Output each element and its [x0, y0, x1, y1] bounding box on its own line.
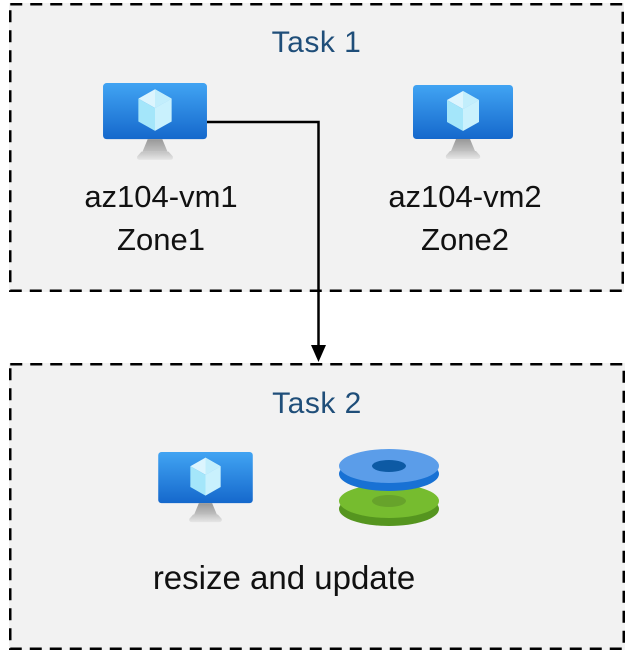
- vm1-name: az104-vm1: [84, 179, 238, 214]
- vm1-label: az104-vm1 Zone1: [41, 175, 281, 261]
- task2-title: Task 2: [272, 387, 362, 420]
- task2-caption: resize and update: [152, 559, 416, 596]
- vm1-icon: [103, 83, 207, 162]
- vm2-icon: [413, 85, 513, 161]
- disks-icon: [337, 441, 441, 526]
- task2-vm-icon: [158, 452, 253, 524]
- task2-box: Task 2 resize and update: [9, 363, 625, 650]
- vm2-zone: Zone2: [421, 222, 509, 257]
- vm2-name: az104-vm2: [388, 179, 542, 214]
- task1-title: Task 1: [271, 26, 362, 59]
- vm2-label: az104-vm2 Zone2: [345, 175, 585, 261]
- vm1-zone: Zone1: [117, 222, 205, 257]
- task2-dashed-border: [9, 363, 625, 650]
- task1-box: Task 1 az104-vm1 Zone1 az104-vm2 Zone2: [9, 3, 624, 292]
